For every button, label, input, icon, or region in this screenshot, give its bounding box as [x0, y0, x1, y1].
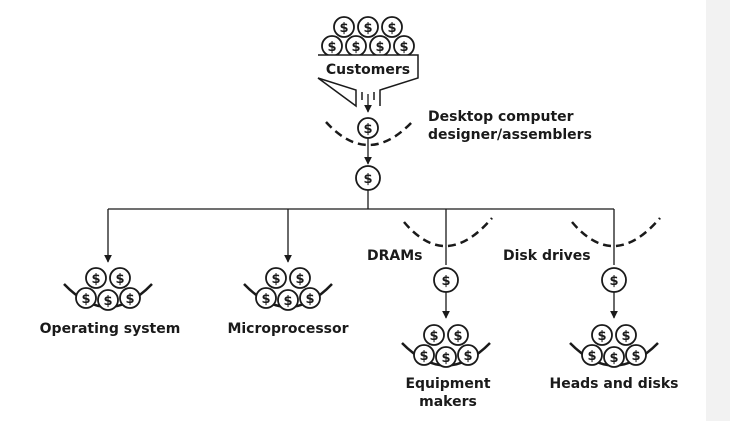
svg-text:$: $	[339, 21, 348, 36]
svg-text:$: $	[429, 329, 438, 344]
svg-text:$: $	[363, 172, 372, 187]
coin-icon: $	[109, 267, 131, 289]
coin-icon: $	[433, 267, 459, 293]
coin-icon: $	[255, 287, 277, 309]
svg-text:$: $	[375, 40, 384, 55]
heads-and-disks-node: $ $ $ $ $ Heads and disks	[550, 324, 679, 392]
svg-text:$: $	[363, 122, 372, 137]
coin-icon: $	[357, 117, 379, 139]
drams-dashed-bowl	[403, 217, 493, 248]
desktop-assemblers-node: $ $ Desktop computer designer/assemblers	[325, 94, 592, 191]
coin-icon: $	[97, 289, 119, 311]
drams-node: $ DRAMs	[367, 217, 493, 319]
equipment-label-line2: makers	[419, 394, 477, 410]
microprocessor-node: $ $ $ $ $ Microprocessor	[227, 267, 349, 337]
drams-label: DRAMs	[367, 248, 423, 264]
disk-drives-node: $ Disk drives	[503, 217, 661, 319]
svg-text:$: $	[103, 294, 112, 309]
svg-text:$: $	[419, 349, 428, 364]
coin-icon: $	[265, 267, 287, 289]
heads-and-disks-label: Heads and disks	[550, 376, 679, 392]
operating-system-label: Operating system	[40, 321, 181, 337]
customers-coin-stack: $ $ $ $ $ $ $	[321, 16, 415, 57]
svg-text:$: $	[363, 21, 372, 36]
coin-icon: $	[369, 35, 391, 57]
svg-text:$: $	[271, 272, 280, 287]
operating-system-node: $ $ $ $ $ Operating system	[40, 267, 181, 337]
coin-icon: $	[333, 16, 355, 38]
coin-icon: $	[357, 16, 379, 38]
desktop-label-line1: Desktop computer	[428, 109, 574, 125]
coin-icon: $	[85, 267, 107, 289]
microprocessor-label: Microprocessor	[227, 321, 348, 337]
coin-icon: $	[457, 344, 479, 366]
coin-icon: $	[601, 267, 627, 293]
svg-text:$: $	[327, 40, 336, 55]
svg-text:$: $	[597, 329, 606, 344]
disk-drives-dashed-bowl	[571, 217, 661, 248]
svg-text:$: $	[351, 40, 360, 55]
equipment-makers-node: $ $ $ $ $ Equipment makers	[401, 324, 491, 410]
svg-text:$: $	[453, 329, 462, 344]
coin-icon: $	[393, 35, 415, 57]
svg-text:$: $	[609, 274, 618, 289]
desktop-label-line2: designer/assemblers	[428, 127, 592, 143]
customers-funnel	[317, 54, 419, 108]
svg-text:$: $	[387, 21, 396, 36]
svg-text:$: $	[463, 349, 472, 364]
coin-icon: $	[355, 165, 381, 191]
coin-icon: $	[345, 35, 367, 57]
coin-icon: $	[435, 346, 457, 368]
svg-text:$: $	[295, 272, 304, 287]
svg-text:$: $	[621, 329, 630, 344]
svg-text:$: $	[441, 274, 450, 289]
coin-icon: $	[75, 287, 97, 309]
coin-icon: $	[321, 35, 343, 57]
coin-icon: $	[615, 324, 637, 346]
coin-icon: $	[413, 344, 435, 366]
coin-icon: $	[625, 344, 647, 366]
coin-icon: $	[447, 324, 469, 346]
coin-icon: $	[289, 267, 311, 289]
coin-icon: $	[581, 344, 603, 366]
svg-text:$: $	[399, 40, 408, 55]
coin-icon: $	[299, 287, 321, 309]
distribution-connectors	[104, 190, 615, 265]
customers-node: $ $ $ $ $ $ $ Customers	[317, 16, 419, 108]
disk-drives-label: Disk drives	[503, 248, 591, 264]
svg-text:$: $	[261, 292, 270, 307]
svg-text:$: $	[609, 351, 618, 366]
svg-text:$: $	[115, 272, 124, 287]
svg-text:$: $	[283, 294, 292, 309]
coin-icon: $	[603, 346, 625, 368]
svg-text:$: $	[631, 349, 640, 364]
page-sidebar	[706, 0, 730, 421]
coin-icon: $	[423, 324, 445, 346]
customers-label: Customers	[326, 62, 410, 78]
coin-icon: $	[119, 287, 141, 309]
svg-text:$: $	[441, 351, 450, 366]
svg-text:$: $	[125, 292, 134, 307]
equipment-label-line1: Equipment	[405, 376, 490, 392]
coin-icon: $	[277, 289, 299, 311]
svg-text:$: $	[91, 272, 100, 287]
coin-icon: $	[591, 324, 613, 346]
svg-text:$: $	[81, 292, 90, 307]
coin-icon: $	[381, 16, 403, 38]
svg-text:$: $	[305, 292, 314, 307]
value-chain-diagram: $ $ $ $ $ $ $ Customers $ $ Desktop comp…	[40, 16, 679, 410]
svg-text:$: $	[587, 349, 596, 364]
